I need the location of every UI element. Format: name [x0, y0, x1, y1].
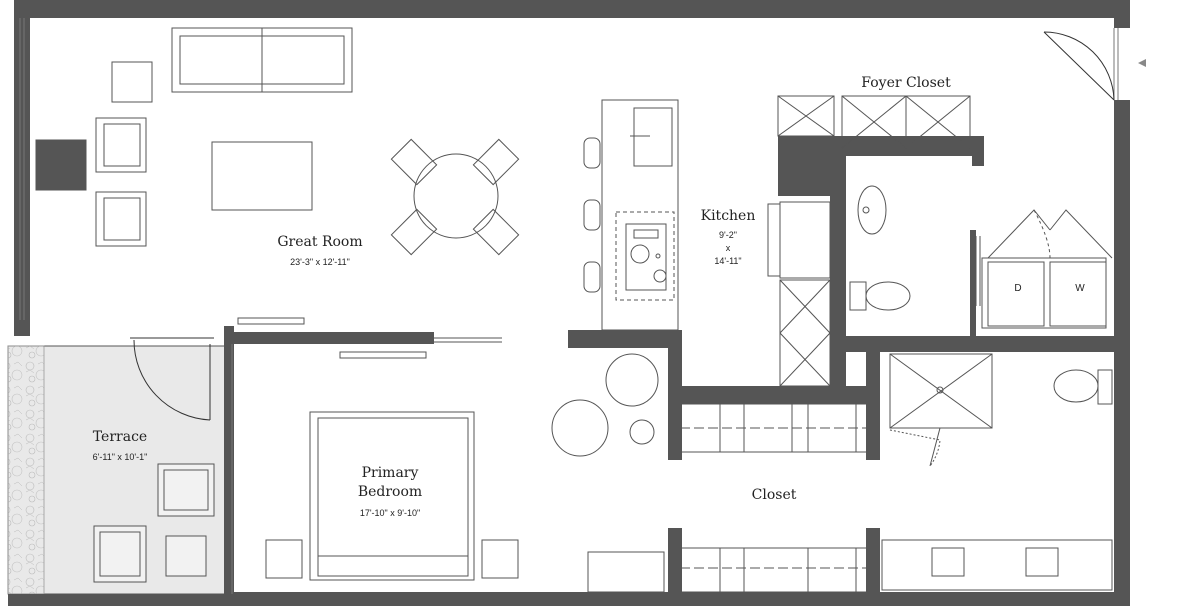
wall-great-room-bottom-a [14, 326, 24, 336]
primary-bedroom-label-1: Primary [361, 465, 419, 481]
armchair-1 [95, 117, 147, 173]
bedroom-shelf [339, 351, 427, 359]
terrace-door [130, 337, 214, 421]
lounge-chair [605, 353, 659, 407]
windows [19, 18, 1119, 594]
closet-label: Closet [751, 487, 797, 503]
wall-left-great-room [14, 0, 30, 336]
wall-bottom-terrace [8, 594, 230, 606]
bar-stool-2 [583, 199, 601, 231]
wall-bath-top-stub [972, 146, 984, 166]
wall-bottom [228, 592, 1130, 606]
bedroom-furniture [265, 337, 519, 581]
kitchen-dim-b: 14'-11" [714, 256, 742, 266]
bath-fixtures [849, 185, 1113, 329]
entry-arrow-icon [1138, 59, 1146, 67]
foyer-closet-label: Foyer Closet [861, 75, 951, 91]
powder-toilet [849, 281, 867, 311]
coffee-table [211, 141, 313, 211]
entry-door [1043, 31, 1115, 101]
armchair-2 [95, 191, 147, 247]
side-table [111, 61, 153, 103]
kitchen-dim-a: 9'-2" [719, 230, 737, 240]
wall-bedroom-left [224, 326, 234, 594]
great-room-furniture [35, 27, 520, 325]
powder-sink [857, 185, 887, 235]
vanity [881, 539, 1113, 591]
foyer-closet-fixtures [777, 95, 971, 149]
nightstand-right [481, 539, 519, 579]
dining-table [413, 153, 499, 239]
washer-label: W [1075, 283, 1085, 294]
kitchen-dim-sep: x [725, 243, 731, 253]
primary-bedroom-label-2: Bedroom [357, 484, 423, 500]
fireplace-hearth [35, 139, 87, 191]
bath-toilet [1053, 369, 1099, 403]
round-rug [551, 399, 609, 457]
great-room-dims: 23'-3" x 12'-11" [290, 257, 350, 267]
washer-box [1049, 261, 1107, 327]
cooktop [615, 211, 675, 301]
wall-bedroom-top [234, 332, 434, 344]
dining-chair-4 [472, 208, 520, 256]
kitchen-sink [633, 107, 673, 167]
primary-bedroom-dims: 17'-10" x 9'-10" [359, 508, 421, 518]
wall-kitchen-left [568, 330, 680, 348]
walls [8, 0, 1130, 606]
bed [309, 411, 475, 581]
nightstand-left [265, 539, 303, 579]
kitchen-label: Kitchen [700, 208, 756, 224]
dining-chair-2 [472, 138, 520, 186]
dryer-box [987, 261, 1045, 327]
terrace-side-table [165, 535, 207, 577]
closet-ottoman [587, 551, 665, 593]
wall-core-base [680, 386, 870, 404]
closet-fixtures [551, 353, 869, 593]
dryer-label: D [1014, 283, 1022, 294]
terrace-planter [7, 345, 45, 595]
wall-core-vertical [830, 136, 846, 386]
terrace-label: Terrace [92, 429, 148, 445]
kitchen-island [601, 99, 679, 331]
shower [889, 353, 993, 429]
wall-top [28, 0, 1130, 18]
wall-right-upper [1114, 0, 1130, 28]
terrace-furniture [93, 463, 215, 583]
wall-bath-top [846, 136, 984, 156]
terrace-chair-2 [93, 525, 147, 583]
refrigerator [779, 201, 831, 279]
kitchen-cabinet [779, 279, 831, 387]
terrace-chair-1 [157, 463, 215, 517]
bar-stool-3 [583, 261, 601, 293]
kitchen-fixtures [583, 99, 831, 387]
great-room-label: Great Room [277, 234, 363, 250]
stool [629, 419, 655, 445]
console-shelf [237, 317, 305, 325]
dining-chair-1 [390, 138, 438, 186]
wall-shower-left [866, 352, 880, 460]
wall-laundry-left [970, 230, 976, 336]
shower-fixtures [881, 353, 1113, 591]
bar-stool-1 [583, 137, 601, 169]
wall-core-left [668, 330, 682, 460]
dining-chair-3 [390, 208, 438, 256]
wall-bath-divider [846, 336, 1114, 352]
terrace-dims: 6'-11" x 10'-1" [92, 452, 148, 462]
wall-closet-bottom-right [866, 528, 880, 594]
wall-core-mid [668, 528, 682, 594]
wall-right [1114, 100, 1130, 606]
